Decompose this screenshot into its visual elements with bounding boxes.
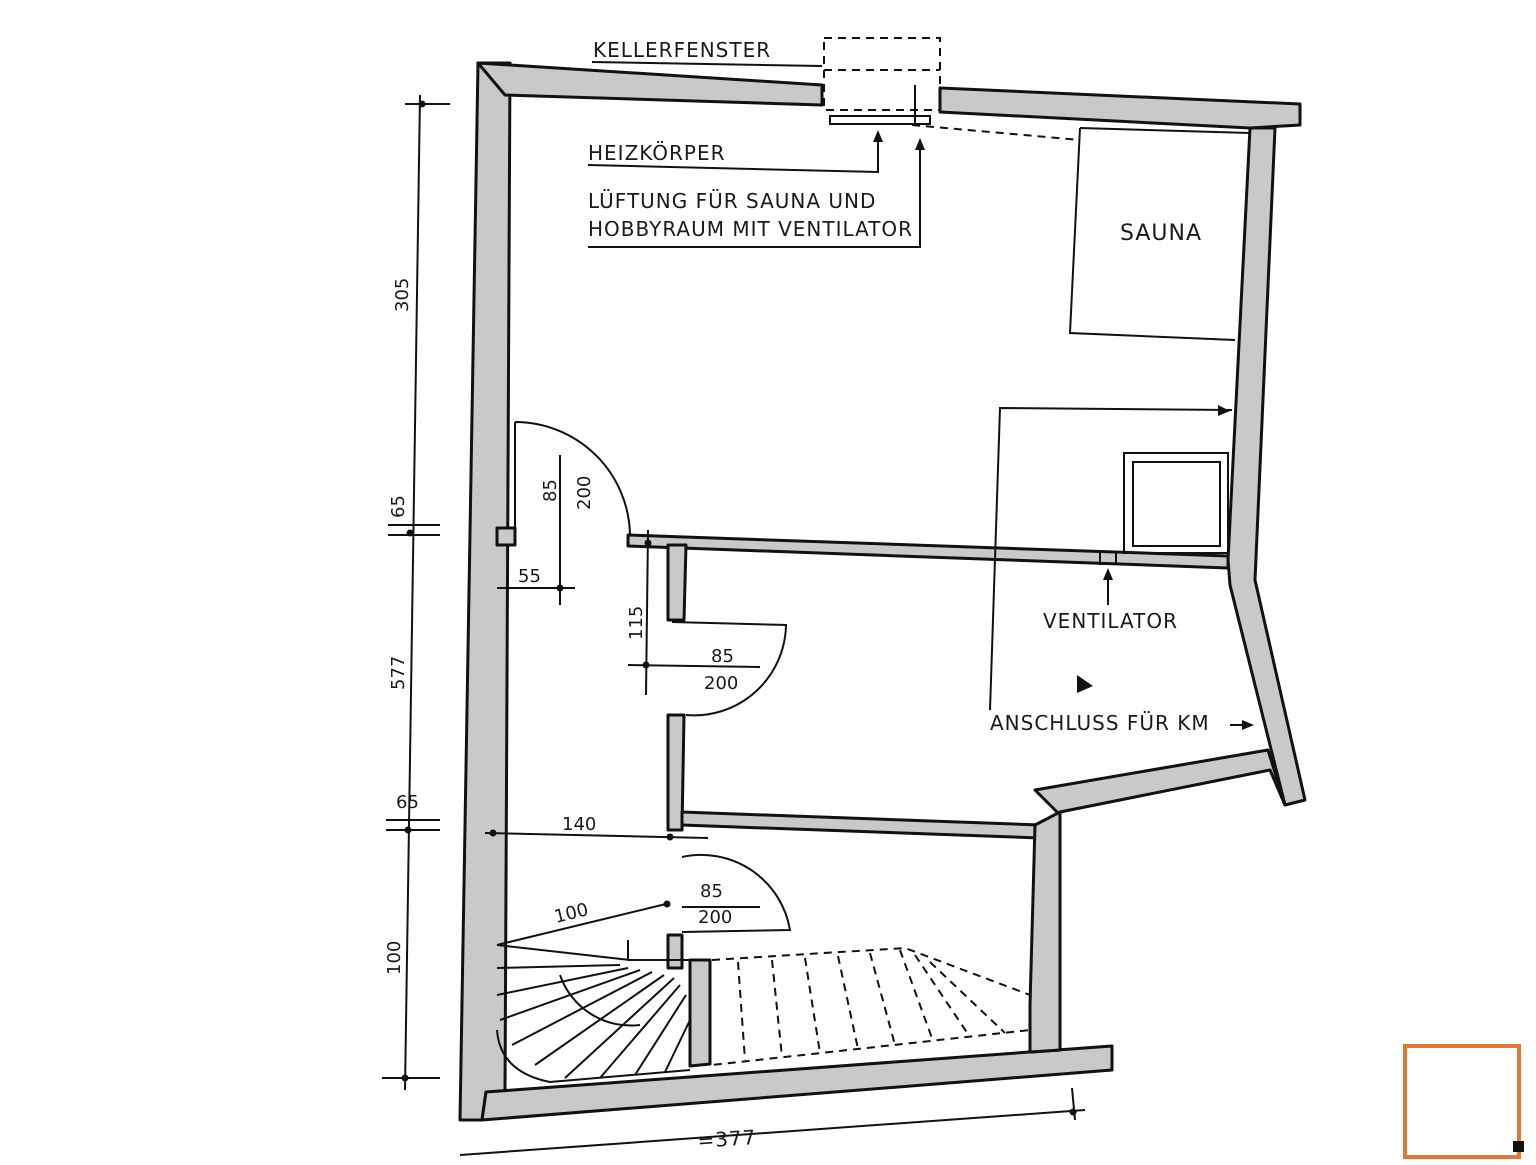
dim-left-ticks bbox=[382, 100, 450, 1082]
arrowhead-anschluss-right bbox=[1242, 720, 1254, 730]
wall-lower-horizontal bbox=[680, 810, 1042, 840]
spiral-stair bbox=[496, 940, 691, 1084]
dim-label-65-top: 65 bbox=[388, 495, 409, 518]
dim-100 bbox=[496, 902, 671, 946]
lueftung-label-line1: LÜFTUNG FÜR SAUNA UND bbox=[588, 189, 876, 213]
wall-right-outer bbox=[1226, 126, 1307, 807]
dim-label-305: 305 bbox=[392, 278, 413, 312]
anschluss-line bbox=[989, 406, 1233, 711]
wall-top-right bbox=[938, 86, 1302, 130]
arrowhead-lueftung bbox=[915, 138, 925, 150]
arrowhead-anschluss-top bbox=[1218, 405, 1230, 416]
dim-140 bbox=[484, 832, 709, 839]
heater-symbol bbox=[829, 115, 931, 125]
heizkoerper-leader bbox=[587, 137, 879, 174]
vent-duct bbox=[911, 124, 1081, 141]
corner-navigation-box[interactable] bbox=[1403, 1044, 1521, 1159]
arrowhead-heizkoerper bbox=[873, 130, 883, 142]
ventilator-symbol bbox=[1099, 551, 1117, 565]
wall-stair-partition bbox=[688, 958, 712, 1068]
ventilator-label: VENTILATOR bbox=[1043, 609, 1178, 633]
straight-stair-dashed bbox=[711, 946, 1031, 1066]
dim-label-115: 115 bbox=[626, 606, 647, 640]
door-1-swing bbox=[514, 421, 631, 536]
door1-height-label: 200 bbox=[574, 476, 595, 510]
cursor-icon bbox=[1077, 675, 1093, 693]
dim-label-total-width: =377 bbox=[697, 1125, 757, 1153]
shower-tray-outer bbox=[1123, 452, 1229, 554]
dim-140-dot-right bbox=[666, 833, 674, 841]
dim-label-577: 577 bbox=[388, 656, 409, 690]
door2-width-label: 85 bbox=[711, 646, 734, 667]
door2-height-label: 200 bbox=[704, 673, 738, 694]
door3-height-label: 200 bbox=[698, 907, 732, 928]
wall-mid-horizontal-left bbox=[495, 526, 517, 547]
window-outline bbox=[823, 37, 941, 111]
wall-lower-room-right bbox=[1028, 810, 1062, 1054]
wall-corridor-right-2 bbox=[666, 713, 686, 832]
kellerfenster-underline bbox=[591, 61, 823, 67]
wall-mid-horizontal bbox=[626, 533, 1230, 570]
door-3-swing bbox=[681, 853, 792, 933]
kellerfenster-label: KELLERFENSTER bbox=[593, 38, 771, 62]
dim-bottom-dot bbox=[1069, 1108, 1077, 1116]
dim-140-dot-left bbox=[489, 829, 497, 837]
dim-115-dot-bottom bbox=[642, 661, 650, 669]
wall-top-left bbox=[476, 61, 824, 107]
dim-115-h bbox=[627, 664, 761, 668]
dim-100-dot bbox=[663, 900, 671, 908]
dim-label-100-vertical: 100 bbox=[384, 941, 405, 975]
wall-corridor-right-3 bbox=[666, 933, 684, 970]
door-2-swing bbox=[671, 621, 788, 717]
corner-square-icon bbox=[1513, 1141, 1524, 1152]
dim-label-55: 55 bbox=[518, 566, 541, 587]
wall-right-lower bbox=[1028, 748, 1287, 1054]
door3-width-label: 85 bbox=[700, 881, 723, 902]
sauna-top bbox=[1079, 127, 1251, 134]
heizkoerper-label: HEIZKÖRPER bbox=[588, 141, 726, 165]
door1-width-label: 85 bbox=[540, 479, 561, 502]
dim-bottom bbox=[459, 1109, 1086, 1156]
wall-corridor-right bbox=[666, 543, 688, 622]
dim-label-140: 140 bbox=[562, 814, 596, 835]
wall-bottom bbox=[480, 1044, 1114, 1122]
lueftung-leader bbox=[588, 145, 921, 248]
arrowhead-ventilator bbox=[1103, 568, 1113, 580]
lueftung-label-line2: HOBBYRAUM MIT VENTILATOR bbox=[588, 217, 913, 241]
sauna-outline bbox=[1068, 127, 1236, 341]
dim-left-vertical bbox=[404, 94, 421, 1091]
dim-label-65-bottom: 65 bbox=[396, 792, 419, 813]
wall-left-outer bbox=[458, 61, 512, 1122]
shower-tray-inner bbox=[1132, 461, 1221, 547]
anschluss-label: ANSCHLUSS FÜR KM bbox=[990, 711, 1210, 735]
dim-115-dot-top bbox=[644, 539, 652, 547]
dim-55-dot bbox=[556, 584, 564, 592]
room-label-sauna: SAUNA bbox=[1120, 221, 1202, 246]
